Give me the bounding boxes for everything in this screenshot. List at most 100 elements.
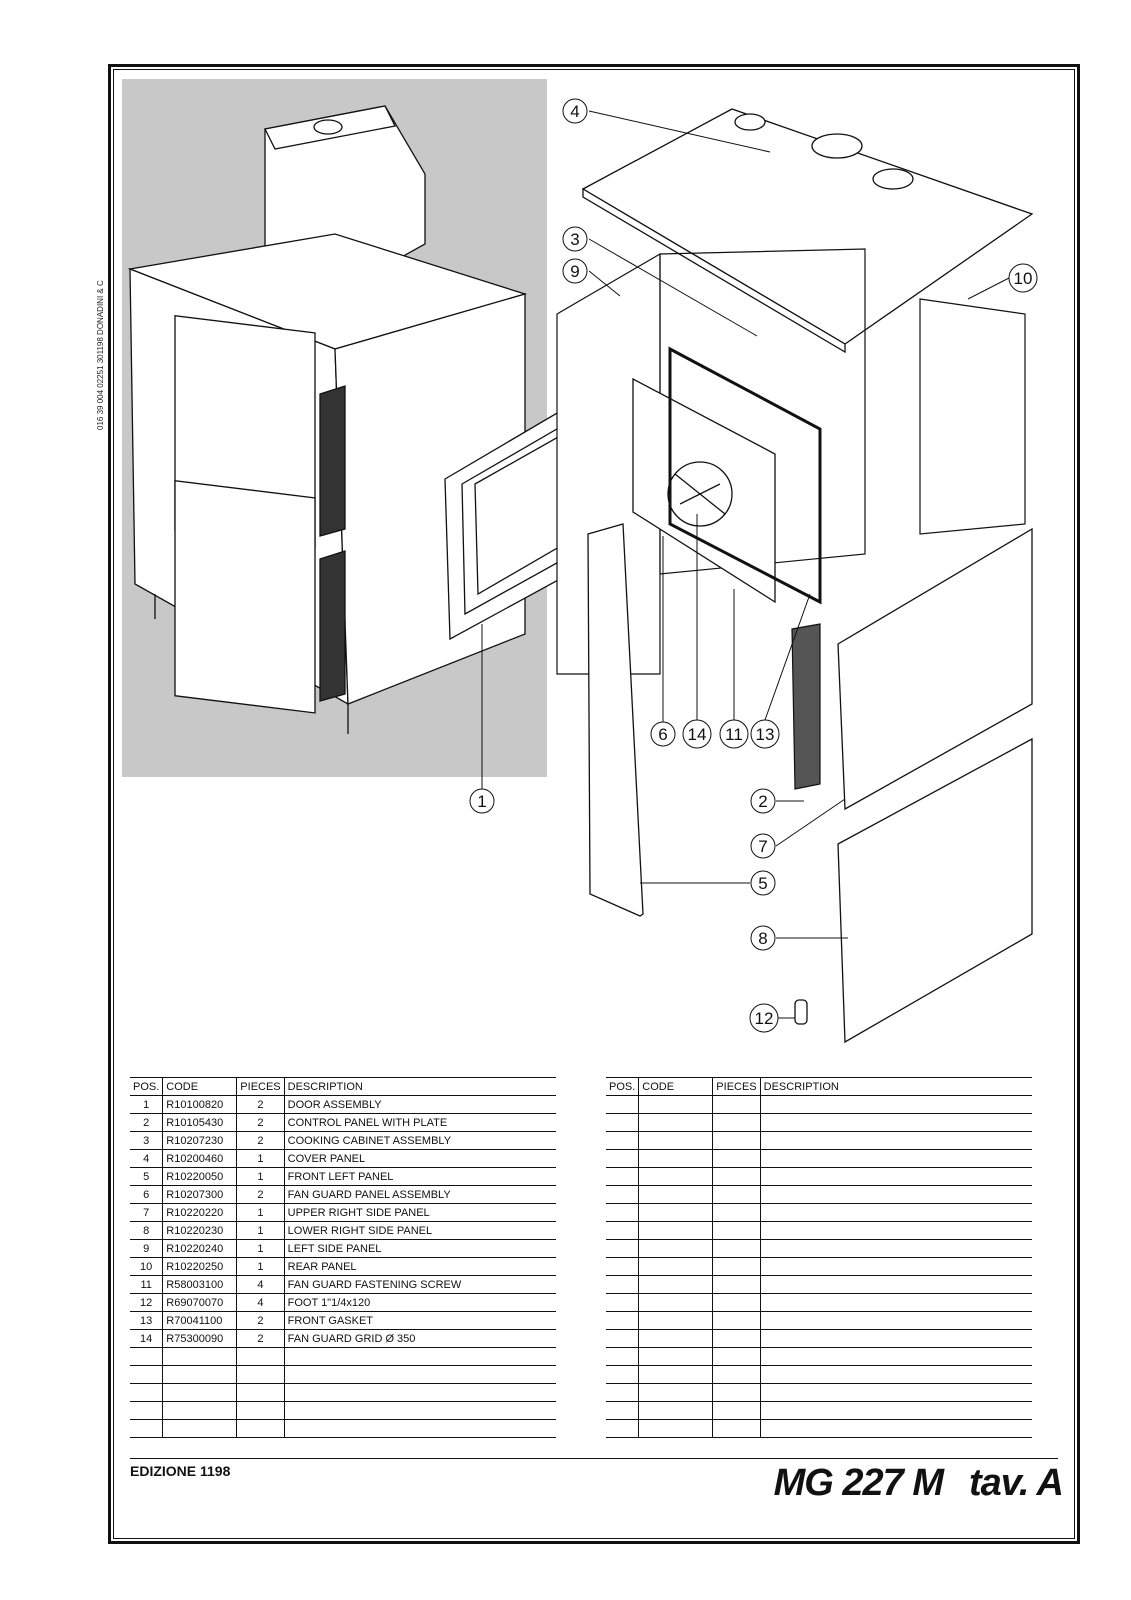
table-row-empty [606,1329,1032,1348]
callout-4: 4 [562,98,771,153]
svg-text:12: 12 [755,1009,774,1028]
cell-description: FAN GUARD FASTENING SCREW [283,1275,556,1294]
cell-pos: 12 [130,1293,163,1312]
cell-description: FOOT 1"1/4x120 [283,1293,556,1312]
cell-pos: 1 [130,1095,163,1114]
cell-description: UPPER RIGHT SIDE PANEL [283,1203,556,1222]
header-pieces: PIECES [712,1077,761,1096]
cell-pos: 8 [130,1221,163,1240]
model-name: MG 227 M [773,1462,944,1504]
table-row-empty [606,1311,1032,1330]
cell-code: R10220240 [162,1239,237,1258]
front-gasket [668,346,822,605]
cell-description: LOWER RIGHT SIDE PANEL [283,1221,556,1240]
cell-code: R10220250 [162,1257,237,1276]
cell-description: LEFT SIDE PANEL [283,1239,556,1258]
cell-code: R69070070 [162,1293,237,1312]
svg-text:7: 7 [758,837,767,856]
cell-description: COOKING CABINET ASSEMBLY [283,1131,556,1150]
cell-code: R10105430 [162,1113,237,1132]
page-border [108,64,1080,1544]
control-panel [791,623,821,790]
svg-text:11: 11 [725,725,743,744]
cell-code: R75300090 [162,1329,237,1348]
cover-panel [581,108,1034,354]
lower-right-side-panel [837,737,1033,1044]
svg-text:4: 4 [570,102,579,121]
callout-3: 3 [562,226,758,337]
cell-pos: 6 [130,1185,163,1204]
header-code: CODE [638,1077,713,1096]
cell-code: R70041100 [162,1311,237,1330]
table-row-empty [606,1221,1032,1240]
callout-9: 9 [562,258,621,297]
cell-code: R10207300 [162,1185,237,1204]
cell-pieces: 1 [236,1149,285,1168]
cell-pos: 3 [130,1131,163,1150]
table-row-empty [606,1383,1032,1402]
cell-code: R10207230 [162,1131,237,1150]
table-row-empty [606,1167,1032,1186]
callouts: 4 3 9 10 6 14 11 13 1 2 7 5 8 12 [469,98,1038,1033]
table-reference: tav. A [969,1462,1064,1504]
exploded-view-drawing: 4 3 9 10 6 14 11 13 1 2 7 5 8 12 [122,79,1038,1044]
cell-pieces: 2 [236,1185,285,1204]
cell-pieces: 1 [236,1167,285,1186]
table-row-empty [130,1419,556,1438]
svg-text:14: 14 [688,725,707,744]
cell-description: FAN GUARD GRID Ø 350 [283,1329,556,1348]
cell-pos: 7 [130,1203,163,1222]
table-row-empty [606,1113,1032,1132]
table-row-empty [606,1239,1032,1258]
cell-pieces: 1 [236,1203,285,1222]
table-row-empty [606,1203,1032,1222]
document-code: 016 39 004 02251 301198 DONADINI & C [96,280,105,430]
header-description: DESCRIPTION [759,1077,1032,1096]
cell-description: COVER PANEL [283,1149,556,1168]
svg-text:6: 6 [658,725,667,744]
cell-pieces: 2 [236,1311,285,1330]
edition-label: EDIZIONE 1198 [130,1463,231,1479]
callout-13: 13 [750,593,811,749]
table-row-empty [606,1401,1032,1420]
svg-text:5: 5 [758,874,767,893]
assembled-oven [127,105,528,734]
cell-pos: 9 [130,1239,163,1258]
cell-code: R10220050 [162,1167,237,1186]
svg-text:3: 3 [570,230,579,249]
cell-pieces: 2 [236,1095,285,1114]
cell-pieces: 1 [236,1221,285,1240]
cell-description: FRONT GASKET [283,1311,556,1330]
cell-pos: 14 [130,1329,163,1348]
cell-pieces: 2 [236,1329,285,1348]
table-header-row: POS. CODE PIECES DESCRIPTION [606,1077,1032,1096]
table-row-empty [606,1275,1032,1294]
svg-text:1: 1 [477,792,486,811]
table-header-row: POS. CODE PIECES DESCRIPTION [130,1077,556,1096]
cell-code: R10220230 [162,1221,237,1240]
cell-pos: 13 [130,1311,163,1330]
cell-pos: 5 [130,1167,163,1186]
svg-text:2: 2 [758,792,767,811]
table-row-empty [130,1401,556,1420]
callout-14: 14 [682,514,712,749]
cell-pos: 11 [130,1275,163,1294]
cell-pieces: 1 [236,1257,285,1276]
model-title: MG 227 M tav. A [773,1462,1064,1505]
callout-7: 7 [750,798,846,859]
cell-pieces: 2 [236,1113,285,1132]
cell-description: DOOR ASSEMBLY [283,1095,556,1114]
callout-1: 1 [469,624,495,814]
header-description: DESCRIPTION [283,1077,556,1096]
cell-pieces: 1 [236,1239,285,1258]
